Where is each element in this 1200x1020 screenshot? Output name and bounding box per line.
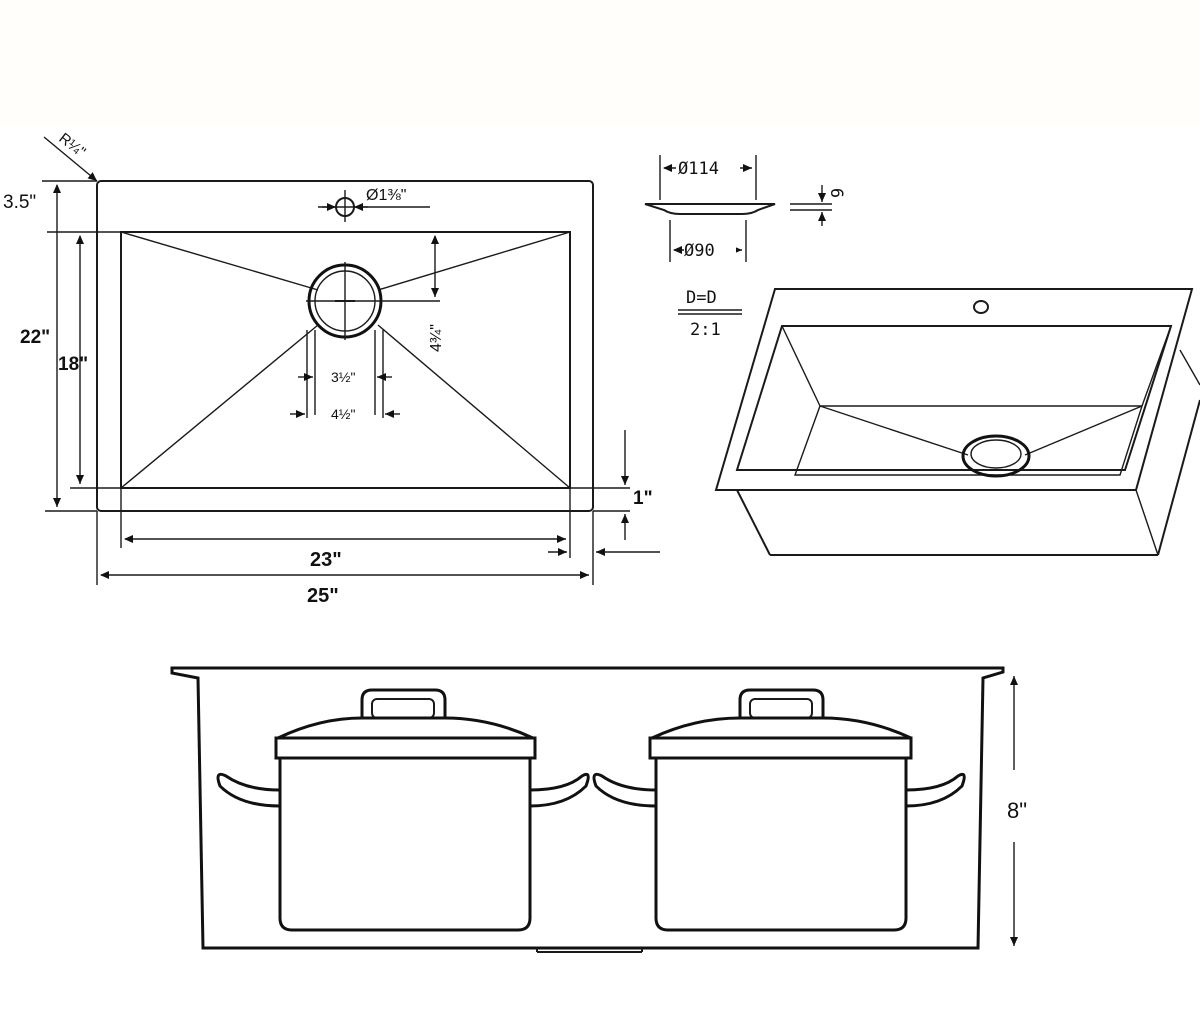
- drain: [306, 262, 384, 340]
- strainer-outer-diameter-label: Ø114: [678, 159, 719, 179]
- bowl-width-label: 23": [310, 549, 342, 571]
- drain-outer-label: 4½": [331, 406, 355, 422]
- sink-rim-outline: [96, 180, 594, 512]
- slope-line-br: [377, 324, 571, 489]
- slope-line-bl: [120, 324, 319, 489]
- top-margin-label: 3.5": [3, 192, 36, 213]
- faucet-hole: [318, 190, 430, 222]
- perspective-rim: [714, 288, 1194, 491]
- corner-radius-leader: [43, 136, 98, 182]
- perspective-bowl-opening: [735, 325, 1173, 471]
- bowl-outline: [120, 231, 571, 489]
- strainer-height-label: 6: [826, 188, 846, 198]
- side-sink-outline: [170, 666, 1005, 950]
- slope-line-tr: [377, 231, 571, 291]
- drain-inner-label: 3½": [331, 369, 355, 385]
- overall-width-label: 25": [307, 585, 339, 607]
- rim-width-label: 1": [633, 488, 653, 509]
- pot-right: [592, 688, 966, 932]
- section-label: D=D: [686, 288, 717, 308]
- perspective-view: [714, 288, 1200, 556]
- perspective-faucet-hole: [973, 300, 989, 314]
- faucet-hole-label: Ø1⅜": [366, 187, 406, 204]
- perspective-drain: [961, 434, 1031, 478]
- strainer-detail: Ø114 Ø90 6 D=D 2:1: [644, 155, 846, 340]
- scale-label: 2:1: [690, 320, 721, 340]
- bowl-depth-label: 18": [58, 354, 88, 375]
- strainer-inner-diameter-label: Ø90: [684, 241, 715, 261]
- top-blank-band: [0, 0, 1200, 125]
- side-depth-label: 8": [1007, 798, 1027, 823]
- drain-offset-label: 4¾": [428, 324, 445, 352]
- side-view: 8": [170, 666, 1027, 953]
- top-view: Ø1⅜" R¼" 22" 18" 3.5" 4¾": [3, 130, 660, 607]
- corner-radius-label: R¼": [56, 130, 89, 161]
- perspective-bowl-floor: [794, 405, 1143, 476]
- overall-depth-label: 22": [20, 327, 50, 348]
- strainer-profile: [644, 203, 776, 215]
- pot-left: [216, 688, 590, 932]
- slope-line-tl: [120, 231, 319, 291]
